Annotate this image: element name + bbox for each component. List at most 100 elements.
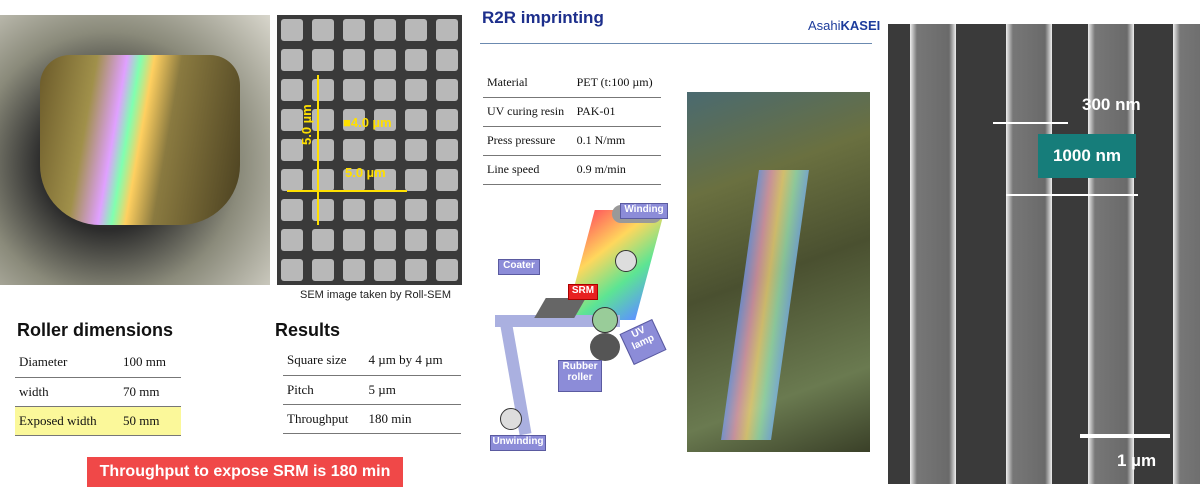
roller-icon <box>615 250 637 272</box>
logo-part: KASEI <box>840 18 881 33</box>
line-pattern <box>1006 24 1052 484</box>
grid-square <box>374 79 396 101</box>
grid-square <box>436 109 458 131</box>
grid-square <box>343 109 365 131</box>
grid-square <box>374 169 396 191</box>
cell: Press pressure <box>483 126 573 156</box>
coater-label: Coater <box>498 259 540 275</box>
horizontal-arrow <box>287 190 407 192</box>
grid-square <box>405 19 427 41</box>
grid-square <box>405 139 427 161</box>
grid-square <box>374 19 396 41</box>
roller-drum <box>40 55 240 225</box>
sem-grid-image: 5.0 µm ■4.0 µm 5.0 µm <box>277 15 462 285</box>
vertical-arrow <box>317 75 319 225</box>
grid-square <box>436 79 458 101</box>
results-title: Results <box>275 320 341 340</box>
grid-square <box>312 109 334 131</box>
grid-square <box>374 109 396 131</box>
unwinding-roller <box>500 408 522 430</box>
grid-square <box>281 19 303 41</box>
winding-label: Winding <box>620 203 668 219</box>
grid-square <box>436 49 458 71</box>
unwinding-label: Unwinding <box>490 435 546 451</box>
grid-square <box>436 169 458 191</box>
cell: Line speed <box>483 155 573 185</box>
grid-square <box>312 139 334 161</box>
grid-square <box>343 259 365 281</box>
grid-square <box>312 19 334 41</box>
sem-caption: SEM image taken by Roll-SEM <box>300 289 451 301</box>
roller-dimensions-title: Roller dimensions <box>17 320 174 340</box>
cell: 70 mm <box>119 377 181 407</box>
cell: 100 mm <box>119 348 181 378</box>
cell: Exposed width <box>15 406 120 436</box>
line-pattern <box>1173 24 1200 484</box>
grid-square <box>343 139 365 161</box>
cell: Pitch <box>283 375 365 405</box>
grid-square <box>405 109 427 131</box>
grid-square <box>436 229 458 251</box>
grid-square <box>343 229 365 251</box>
grid-square <box>312 199 334 221</box>
grid-square <box>405 79 427 101</box>
grid-square <box>374 229 396 251</box>
grid-square <box>374 259 396 281</box>
grid-square <box>343 49 365 71</box>
gap-arrow <box>993 122 1068 124</box>
cell: Material <box>483 68 573 98</box>
rubber-roller <box>590 333 620 361</box>
cell: 180 min <box>364 404 461 434</box>
grid-square <box>281 49 303 71</box>
grid-square <box>436 259 458 281</box>
grid-square <box>281 109 303 131</box>
cell: Square size <box>283 346 365 376</box>
scale-label: 1 µm <box>1117 451 1157 470</box>
grid-square <box>405 49 427 71</box>
grid-square <box>436 139 458 161</box>
title-divider <box>480 43 872 44</box>
grid-square <box>281 79 303 101</box>
roller-photo <box>0 15 270 285</box>
pitch-horizontal-label: 5.0 µm <box>345 165 386 180</box>
grid-square <box>343 79 365 101</box>
grid-square <box>281 259 303 281</box>
cell: Diameter <box>15 348 120 378</box>
pitch-arrow <box>1006 194 1138 196</box>
grid-square <box>405 199 427 221</box>
grid-square <box>281 199 303 221</box>
grid-square <box>343 199 365 221</box>
asahi-kasei-logo: AsahiKASEI <box>808 18 880 33</box>
square-size-label: ■4.0 µm <box>343 115 392 130</box>
throughput-banner: Throughput to expose SRM is 180 min <box>87 457 403 487</box>
srm-roller <box>592 307 618 333</box>
line-pattern <box>1088 24 1134 484</box>
grid-square <box>405 169 427 191</box>
pitch-label: 1000 nm <box>1038 134 1136 178</box>
logo-part: Asahi <box>808 18 841 33</box>
grid-square <box>281 139 303 161</box>
cell: Throughput <box>283 404 365 434</box>
grid-square <box>405 259 427 281</box>
cell: 0.9 m/min <box>572 155 661 185</box>
grid-square <box>281 169 303 191</box>
grid-square <box>374 139 396 161</box>
grid-square <box>312 259 334 281</box>
grid-square <box>312 169 334 191</box>
grid-square <box>436 19 458 41</box>
grid-square <box>374 199 396 221</box>
sem-line-image <box>888 24 1200 484</box>
cell: UV curing resin <box>483 97 573 127</box>
r2r-process-diagram: Winding Coater SRM UV lamp Rubber roller… <box>480 195 680 460</box>
scale-bar <box>1080 434 1170 438</box>
srm-label: SRM <box>568 284 598 300</box>
